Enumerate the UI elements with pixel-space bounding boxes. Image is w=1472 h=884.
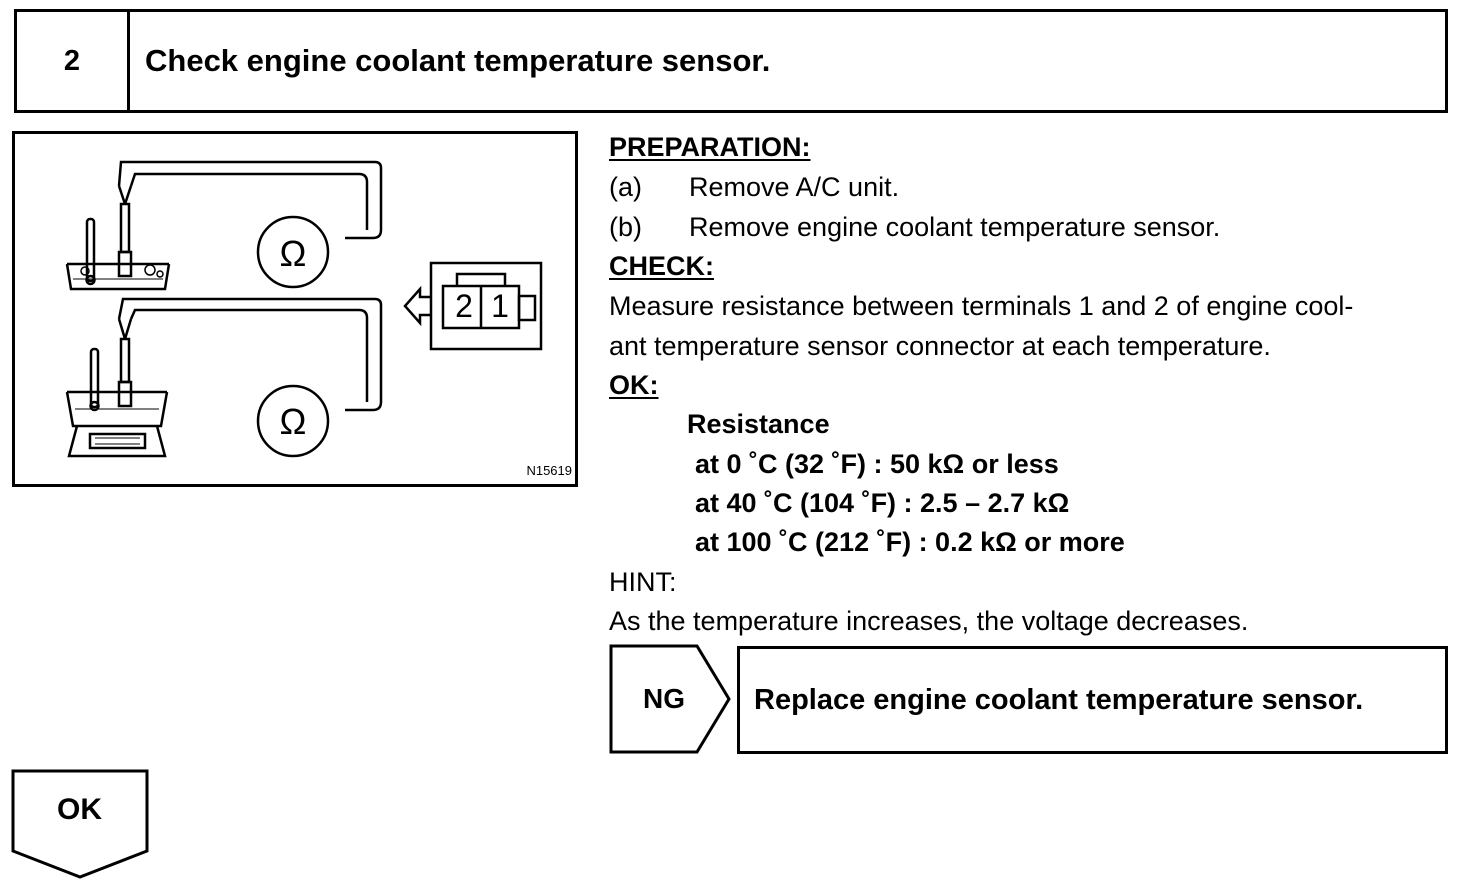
ng-label: NG [643,683,685,714]
spec-row: at 0 ˚C (32 ˚F) : 50 kΩ or less [695,449,1059,479]
check-line-1: Measure resistance between terminals 1 a… [609,291,1354,321]
ohmmeter-symbol-upper: Ω [279,233,307,274]
item-label: (b) [609,212,642,242]
ohmmeter-diagram [65,160,543,458]
preparation-item-b: (b) Remove engine coolant temperature sen… [609,211,1220,243]
step-header: 2 Check engine coolant temperature senso… [14,9,1448,113]
figure-code: N15619 [526,463,572,478]
ok-heading: OK: [609,370,659,400]
hint-text: As the temperature increases, the voltag… [609,606,1249,636]
item-text: Remove engine coolant temperature sensor… [689,212,1221,242]
ng-action-box: Replace engine coolant temperature senso… [737,646,1448,754]
check-line-2: ant temperature sensor connector at each… [609,331,1271,361]
item-text: Remove A/C unit. [689,172,900,202]
spec-row: at 100 ˚C (212 ˚F) : 0.2 kΩ or more [695,527,1125,557]
sensor-illustration: Ω Ω 2 1 N15619 [12,131,578,487]
ok-label: OK [57,793,102,826]
ng-action-text: Replace engine coolant temperature senso… [754,683,1364,716]
check-heading: CHECK: [609,251,714,281]
ng-arrow-shape [609,644,731,754]
terminal-2-label: 2 [455,288,473,324]
hint-heading: HINT: [609,567,677,597]
preparation-item-a: (a) Remove A/C unit. [609,171,899,203]
item-label: (a) [609,172,642,202]
ohmmeter-symbol-lower: Ω [279,401,307,442]
terminal-1-label: 1 [491,288,509,324]
step-title: Check engine coolant temperature sensor. [145,43,771,78]
step-number: 2 [17,12,130,110]
preparation-heading: PREPARATION: [609,132,811,162]
resistance-title: Resistance [687,409,830,439]
ok-arrow-shape [11,769,149,879]
spec-row: at 40 ˚C (104 ˚F) : 2.5 – 2.7 kΩ [695,488,1070,518]
